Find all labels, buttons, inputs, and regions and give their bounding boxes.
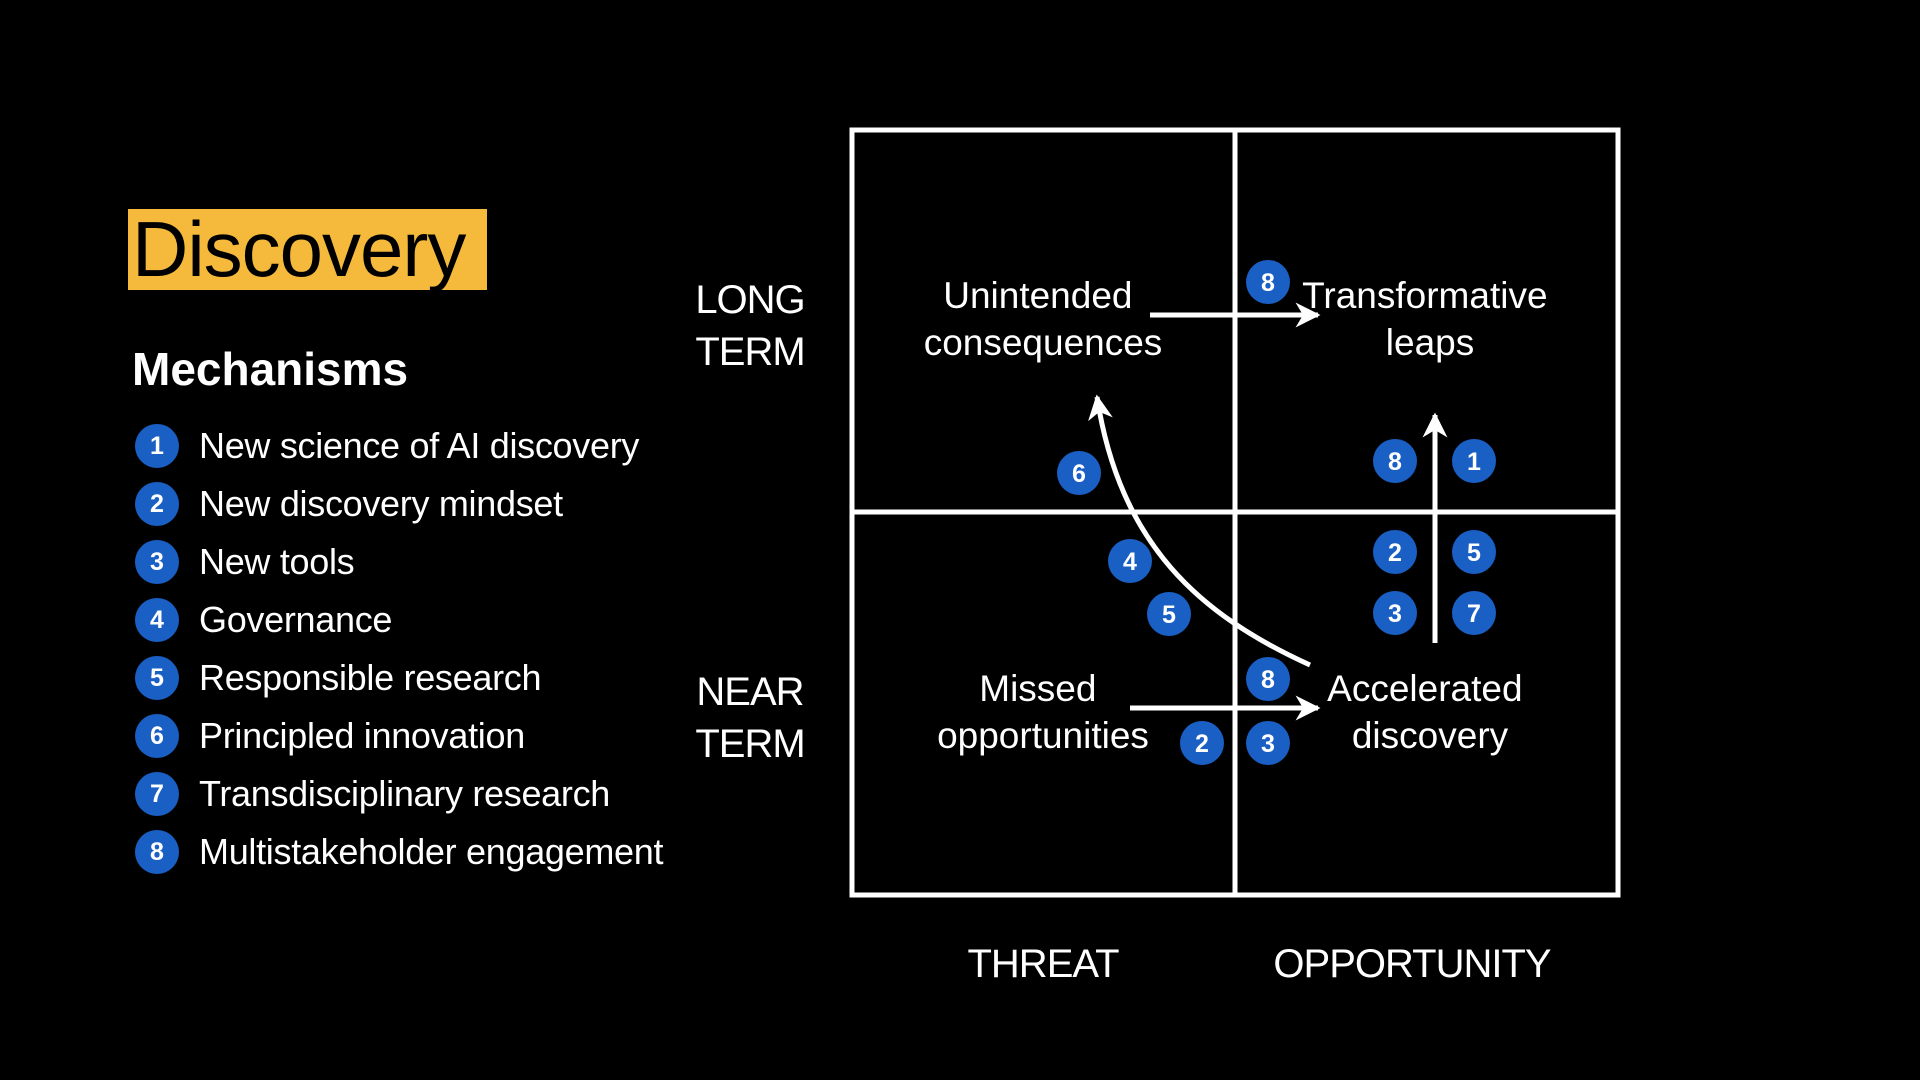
mechanism-item: 2 New discovery mindset	[135, 475, 663, 533]
number-badge: 7	[135, 772, 179, 816]
svg-text:3: 3	[1388, 600, 1402, 628]
near-term-line1: NEAR	[696, 670, 804, 714]
badge-curved-6: 6	[1057, 451, 1101, 495]
mechanism-label: New tools	[199, 541, 355, 582]
quadrant-unintended-consequences: Unintended consequences	[924, 275, 1163, 363]
svg-text:8: 8	[1388, 448, 1402, 476]
mechanism-item: 8 Multistakeholder engagement	[135, 823, 664, 881]
svg-text:3: 3	[1261, 730, 1275, 758]
badge-vertical-1: 1	[1452, 439, 1496, 483]
badge-vertical-7: 7	[1452, 591, 1496, 635]
number-badge: 6	[135, 714, 179, 758]
mechanisms-list: 1 New science of AI discovery 2 New disc…	[135, 417, 664, 881]
svg-text:5: 5	[1467, 539, 1481, 567]
badge-vertical-3: 3	[1373, 591, 1417, 635]
badge-vertical-8: 8	[1373, 439, 1417, 483]
svg-text:2: 2	[1388, 539, 1402, 567]
badge-curved-5: 5	[1147, 592, 1191, 636]
long-term-line1: LONG	[695, 278, 805, 322]
mechanism-item: 3 New tools	[135, 533, 663, 591]
svg-text:8: 8	[1261, 666, 1275, 694]
near-term-label: NEAR TERM	[688, 666, 812, 770]
mechanism-item: 6 Principled innovation	[135, 707, 663, 765]
quadrant-accelerated-discovery: Accelerated discovery	[1327, 668, 1533, 756]
badge-curved-4: 4	[1108, 539, 1152, 583]
badge-vertical-2: 2	[1373, 530, 1417, 574]
number-badge: 4	[135, 598, 179, 642]
badge-bottom-2: 2	[1180, 721, 1224, 765]
mechanism-label: Responsible research	[199, 657, 542, 698]
svg-text:8: 8	[1261, 269, 1275, 297]
svg-text:4: 4	[1123, 548, 1137, 576]
number-badge: 8	[135, 830, 179, 874]
threat-label: THREAT	[967, 942, 1119, 986]
svg-text:6: 6	[1072, 460, 1086, 488]
title-badge: Discovery	[128, 209, 487, 290]
mechanism-label: Principled innovation	[199, 715, 525, 756]
mechanism-label: New discovery mindset	[199, 483, 563, 524]
badge-top-arrow-8: 8	[1246, 260, 1290, 304]
mechanism-item: 4 Governance	[135, 591, 663, 649]
mechanism-item: 1 New science of AI discovery	[135, 417, 663, 475]
badge-bottom-8: 8	[1246, 657, 1290, 701]
near-term-line2: TERM	[695, 722, 805, 766]
svg-text:1: 1	[1467, 448, 1481, 476]
opportunity-label: OPPORTUNITY	[1273, 942, 1551, 986]
svg-text:2: 2	[1195, 730, 1209, 758]
quadrant-missed-opportunities: Missed opportunities	[937, 668, 1149, 756]
badge-vertical-5: 5	[1452, 530, 1496, 574]
number-badge: 5	[135, 656, 179, 700]
badge-bottom-3: 3	[1246, 721, 1290, 765]
svg-text:7: 7	[1467, 600, 1481, 628]
mechanism-label: Governance	[199, 599, 393, 640]
mechanism-item: 7 Transdisciplinary research	[135, 765, 663, 823]
mechanisms-heading: Mechanisms	[132, 343, 409, 395]
mechanism-label: New science of AI discovery	[199, 425, 640, 466]
number-badge: 2	[135, 482, 179, 526]
quadrant-transformative-leaps: Transformative leaps	[1302, 275, 1558, 363]
number-badge: 3	[135, 540, 179, 584]
mechanism-item: 5 Responsible research	[135, 649, 663, 707]
long-term-line2: TERM	[695, 330, 805, 374]
number-badge: 1	[135, 424, 179, 468]
svg-text:5: 5	[1162, 601, 1176, 629]
mechanism-label: Multistakeholder engagement	[199, 831, 664, 872]
long-term-label: LONG TERM	[688, 274, 812, 378]
mechanism-label: Transdisciplinary research	[199, 773, 611, 814]
arrow-curved-up	[1088, 394, 1312, 668]
